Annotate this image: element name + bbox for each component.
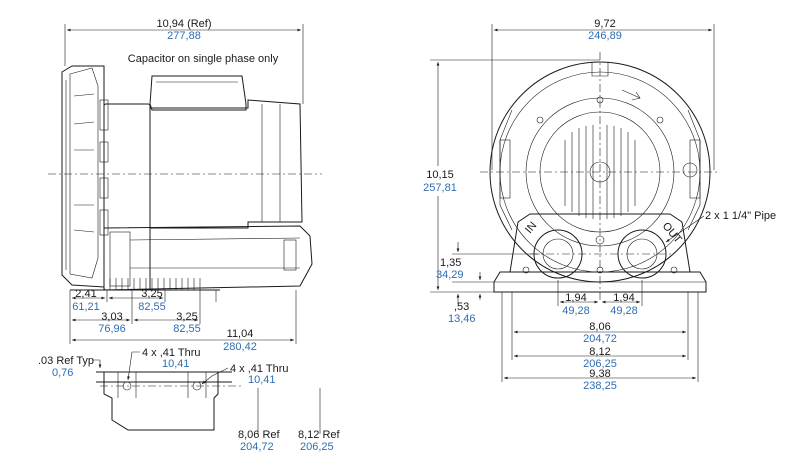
hole-right-metric: 10,41 <box>248 374 276 386</box>
hole-left-metric: 10,41 <box>162 358 190 370</box>
front-width-metric: 246,89 <box>588 30 622 42</box>
span-inner-imperial: 8,06 Ref <box>238 429 281 441</box>
span-b-imperial: 8,12 <box>589 346 610 358</box>
leader-line <box>92 359 102 368</box>
port-height-metric: 34,29 <box>436 269 464 281</box>
foot-a-metric: 61,21 <box>72 301 100 313</box>
span-outer-metric: 206,25 <box>300 441 334 453</box>
span-c-metric: 238,25 <box>583 380 617 392</box>
foot-b-imperial: 3,25 <box>141 288 162 300</box>
span-a-imperial: 8,06 <box>589 321 610 333</box>
span-outer-imperial: 8,12 Ref <box>298 429 341 441</box>
pipe-note: 2 x 1 1/4" Pipe <box>705 210 776 222</box>
span-c-imperial: 9,38 <box>589 368 610 380</box>
base-profile <box>103 372 219 431</box>
front-view: 9,72 246,89 10,15 257,81 <box>418 18 776 392</box>
foot-c-metric: 76,96 <box>98 323 126 335</box>
hole-right-imperial: 4 x ,41 Thru <box>230 363 289 375</box>
port-left-metric: 49,28 <box>562 305 590 317</box>
span-a-metric: 204,72 <box>583 333 617 345</box>
overall-length-metric: 280,42 <box>223 341 257 353</box>
base-height-imperial: ,53 <box>454 301 469 313</box>
mount-hole <box>192 381 202 391</box>
base-detail: .03 Ref Typ 0,76 4 x ,41 Thru 10,41 4 x … <box>38 347 341 453</box>
base-height-metric: 13,46 <box>448 313 476 325</box>
overall-length-imperial: 11,04 <box>227 328 254 340</box>
leader-line <box>201 367 229 385</box>
flange-thickness-metric: 0,76 <box>52 367 73 379</box>
bolt-head <box>682 162 698 178</box>
port-left-imperial: 1,94 <box>565 292 586 304</box>
foot-d-imperial: 3,25 <box>176 311 197 323</box>
foot-a-imperial: 2,41 <box>75 288 96 300</box>
port-in-label: IN <box>523 220 539 236</box>
side-view: 10,94 (Ref) 277,88 Capacitor on single p… <box>48 18 322 353</box>
label-backdrop <box>418 166 462 196</box>
foot-d-metric: 82,55 <box>173 323 201 335</box>
front-height-imperial: 10,15 <box>426 169 454 181</box>
mount-hole <box>122 381 132 391</box>
port-right-metric: 49,28 <box>610 305 638 317</box>
foot-b-metric: 82,55 <box>138 301 166 313</box>
front-width-imperial: 9,72 <box>594 18 615 30</box>
leader-line <box>127 351 140 381</box>
port-height-imperial: 1,35 <box>440 257 461 269</box>
front-height-metric: 257,81 <box>423 182 457 194</box>
flange-thickness-imperial: .03 Ref Typ <box>38 355 94 367</box>
span-inner-metric: 204,72 <box>240 441 274 453</box>
leader-line <box>665 215 705 243</box>
span-b-metric: 206,25 <box>583 358 617 370</box>
hole-left-imperial: 4 x ,41 Thru <box>142 347 201 359</box>
overall-width-metric: 277,88 <box>167 30 201 42</box>
capacitor-note: Capacitor on single phase only <box>128 53 279 65</box>
blower-side-body <box>61 65 313 291</box>
overall-width-imperial: 10,94 (Ref) <box>156 18 211 30</box>
foot-c-imperial: 3,03 <box>101 311 122 323</box>
port-right-imperial: 1,94 <box>613 292 634 304</box>
